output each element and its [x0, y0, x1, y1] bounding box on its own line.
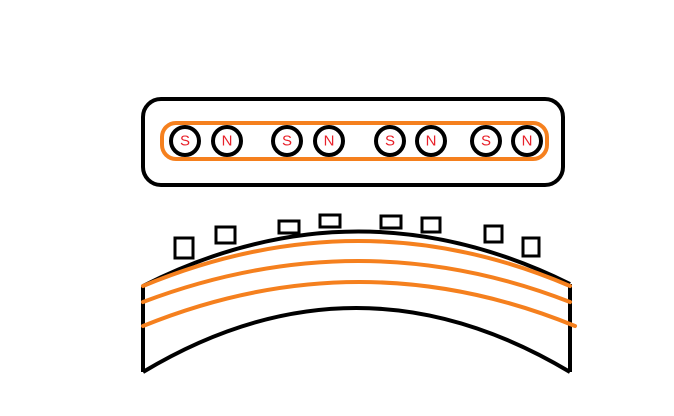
drum-coil-wires [141, 239, 577, 328]
drum-tooth [420, 216, 442, 234]
magnet-pole: S [271, 125, 303, 157]
magnet-pole-circle [511, 125, 543, 157]
magnet-pole-circle [374, 125, 406, 157]
magnet-pole-label: S [282, 133, 292, 150]
magnet-pole-circle [211, 125, 243, 157]
drum-bottom-edge [141, 306, 572, 374]
coil-wire [141, 259, 572, 304]
magnet-pole-circle [169, 125, 201, 157]
drum-tooth [318, 213, 342, 229]
magnet-pole-label: N [426, 133, 437, 150]
magnet-pole: N [511, 125, 543, 157]
drum-tooth [483, 224, 504, 244]
magnet-pole-circle [470, 125, 502, 157]
magnet-pole-circle [415, 125, 447, 157]
magnet-pole-label: N [222, 133, 233, 150]
magnet-pole: N [313, 125, 345, 157]
magnet-pole-label: S [180, 133, 190, 150]
drum-tooth [173, 236, 195, 260]
drum-teeth [173, 213, 541, 260]
magnet-pole-label: N [324, 133, 335, 150]
magnet-pole-circle [271, 125, 303, 157]
magnet-pole: N [211, 125, 243, 157]
drum-tooth [521, 236, 541, 258]
drum-tooth [214, 225, 237, 245]
stator-drum [141, 213, 577, 374]
magnet-pole-label: S [385, 133, 395, 150]
drum-tooth [277, 219, 301, 235]
drum-tooth [379, 214, 403, 230]
magnet-pole-label: S [481, 133, 491, 150]
magnet-pole: S [374, 125, 406, 157]
magnet-pole-label: N [522, 133, 533, 150]
magnet-pole: N [415, 125, 447, 157]
magnet-pole: S [169, 125, 201, 157]
drum-top-edge [142, 229, 571, 288]
strip-coil-loop [160, 121, 549, 161]
coil-wire [141, 280, 577, 328]
coil-wire [141, 239, 572, 288]
magnet-pole: S [470, 125, 502, 157]
magnet-holder-frame [141, 97, 565, 187]
magnet-pole-circle [313, 125, 345, 157]
